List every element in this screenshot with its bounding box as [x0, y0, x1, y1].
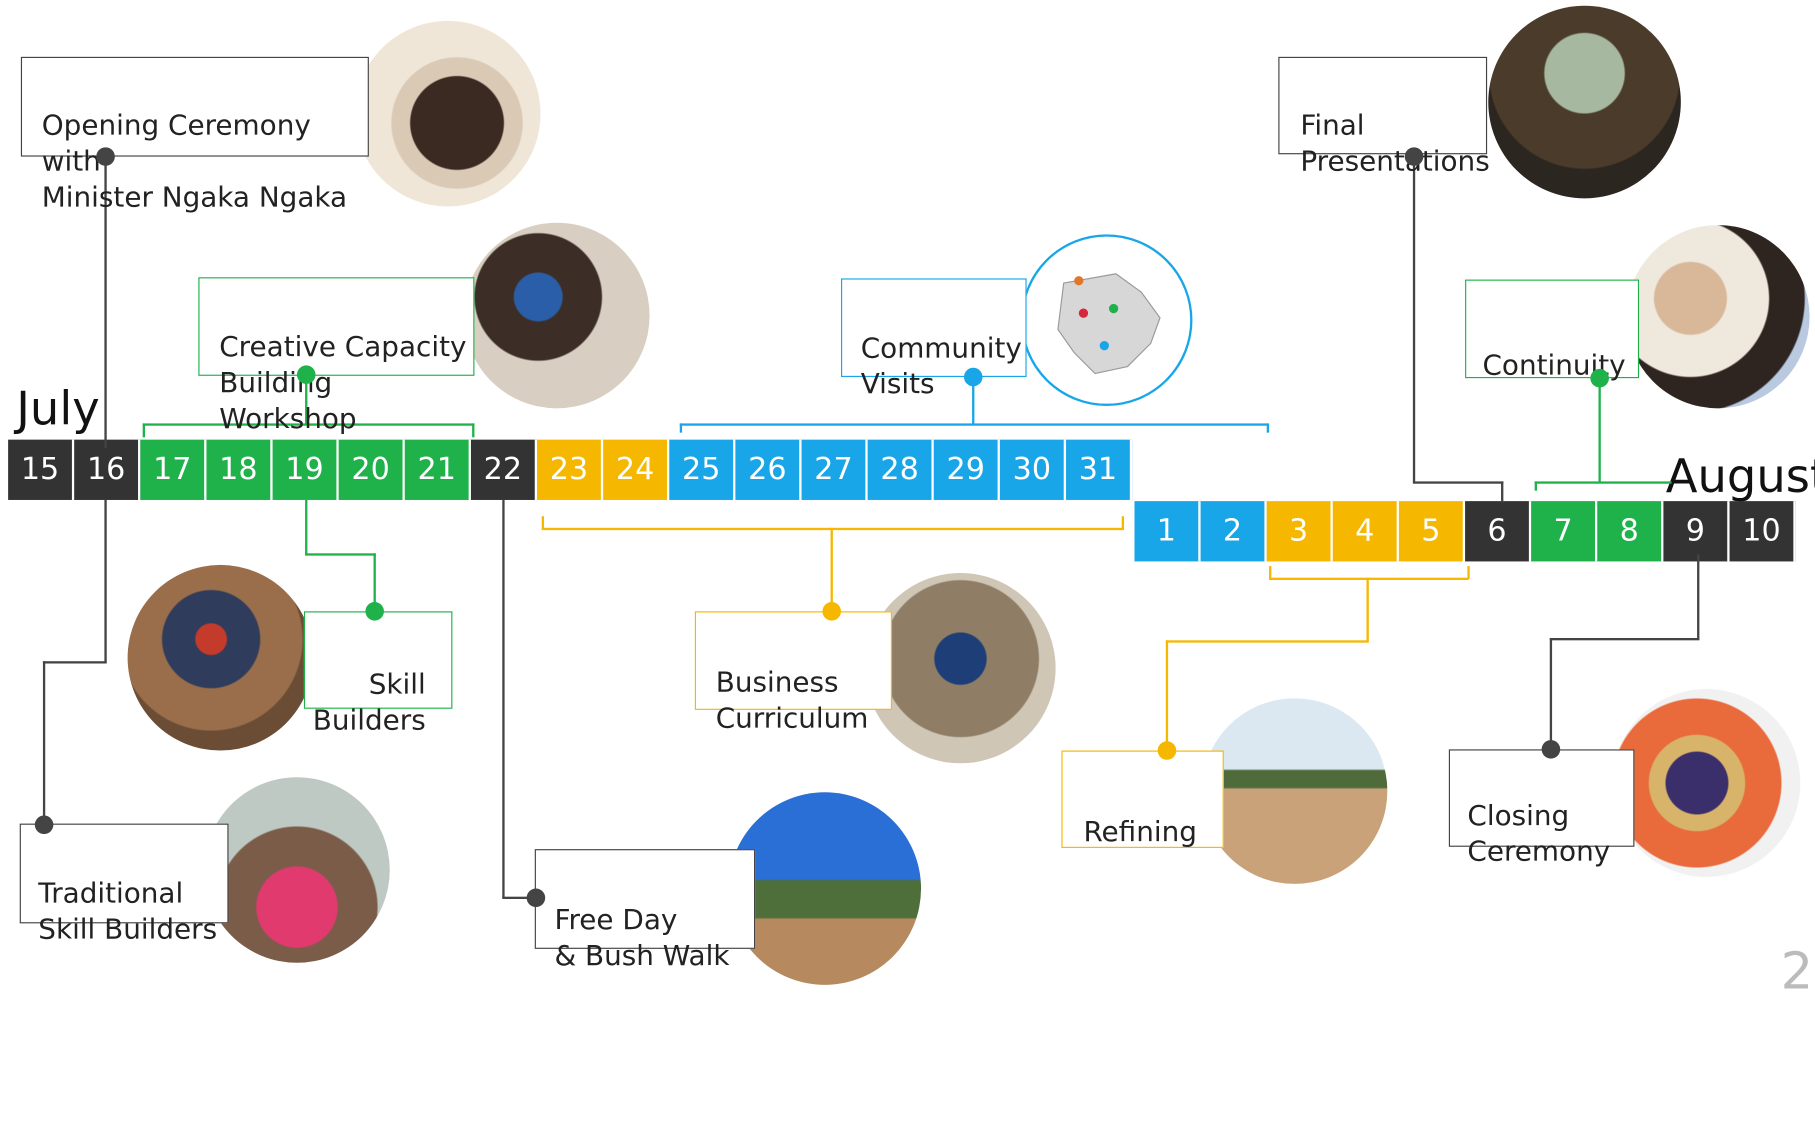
photo-opening-ceremony: [354, 20, 541, 207]
day-cell-10: 10: [1729, 501, 1796, 562]
day-cell-7: 7: [1531, 501, 1598, 562]
event-refining: Refining: [1061, 750, 1224, 848]
photo-closing-ceremony: [1612, 689, 1801, 877]
connector-dot: [526, 888, 546, 908]
day-cell-23: 23: [537, 439, 604, 500]
day-cell-25: 25: [669, 439, 736, 500]
page-number: 2: [1780, 941, 1814, 1002]
connector-dot: [822, 602, 841, 621]
event-label: Free Day & Bush Walk: [554, 903, 730, 973]
day-cell-24: 24: [603, 439, 670, 500]
event-free-day: Free Day & Bush Walk: [534, 849, 756, 972]
day-cell-9: 9: [1663, 501, 1730, 562]
event-skill-builders: Skill Builders: [303, 611, 453, 737]
day-cell-26: 26: [735, 439, 802, 500]
connector-dot: [1590, 368, 1609, 388]
day-cell-21: 21: [404, 439, 471, 500]
photo-continuity: [1626, 225, 1810, 409]
botswana-map-icon: [1057, 273, 1161, 375]
event-business-curriculum: Business Curriculum: [694, 611, 893, 734]
month-label-july: July: [16, 382, 100, 437]
event-community-visits: Community Visits: [841, 278, 1027, 400]
day-cell-16: 16: [74, 439, 141, 500]
event-final-presentations: Final Presentations: [1278, 56, 1490, 177]
day-cell-1: 1: [1134, 501, 1201, 562]
day-cell-5: 5: [1398, 501, 1466, 562]
day-cell-3: 3: [1266, 501, 1333, 562]
photo-free-day: [728, 792, 922, 985]
event-label: Business Curriculum: [715, 665, 869, 735]
day-cell-28: 28: [867, 439, 934, 500]
day-cell-8: 8: [1597, 501, 1664, 562]
day-cell-18: 18: [206, 439, 273, 500]
day-cell-2: 2: [1200, 501, 1267, 562]
day-cell-20: 20: [338, 439, 405, 500]
event-label: Skill Builders: [312, 668, 426, 737]
day-cell-22: 22: [470, 439, 538, 500]
photo-business-curriculum: [865, 573, 1056, 764]
connector-dot: [365, 602, 384, 621]
event-label: Closing Ceremony: [1467, 799, 1611, 868]
event-closing-ceremony: Closing Ceremony: [1448, 749, 1635, 868]
photo-creative-workshop: [464, 222, 650, 409]
day-cell-29: 29: [933, 439, 1000, 500]
connector-dot: [1404, 147, 1424, 166]
event-label: Community Visits: [860, 331, 1022, 401]
day-cell-27: 27: [801, 439, 868, 500]
connector-dot: [1157, 741, 1177, 760]
photo-traditional-skill-builders: [204, 777, 390, 963]
event-label: Final Presentations: [1300, 109, 1490, 178]
day-cell-6: 6: [1465, 501, 1532, 562]
month-label-august: August: [1665, 450, 1815, 504]
event-opening-ceremony: Opening Ceremony with Minister Ngaka Nga…: [20, 56, 369, 213]
day-cell-17: 17: [140, 439, 207, 500]
connector-dot: [1541, 740, 1561, 759]
day-cell-30: 30: [999, 439, 1067, 500]
event-label: Refining: [1083, 815, 1197, 848]
event-traditional-skill-builders: Traditional Skill Builders: [19, 823, 229, 945]
day-cell-31: 31: [1066, 439, 1133, 500]
day-cell-15: 15: [8, 439, 75, 500]
photo-refining: [1201, 698, 1388, 884]
photo-final-presentations: [1488, 5, 1681, 199]
event-creative-workshop: Creative Capacity Building Workshop: [198, 277, 475, 435]
photo-skill-builders: [127, 564, 314, 751]
connector-dot: [34, 815, 54, 835]
event-label: Creative Capacity Building Workshop: [219, 330, 467, 435]
day-cell-4: 4: [1332, 501, 1399, 562]
event-continuity: Continuity: [1465, 279, 1640, 382]
connector-dot: [296, 365, 316, 384]
photo-community-map: [1020, 234, 1193, 406]
connector-dot: [96, 147, 115, 166]
event-label: Opening Ceremony with Minister Ngaka Nga…: [41, 109, 348, 214]
day-cell-19: 19: [272, 439, 339, 500]
connector-dot: [963, 367, 983, 387]
event-label: Traditional Skill Builders: [38, 876, 218, 946]
